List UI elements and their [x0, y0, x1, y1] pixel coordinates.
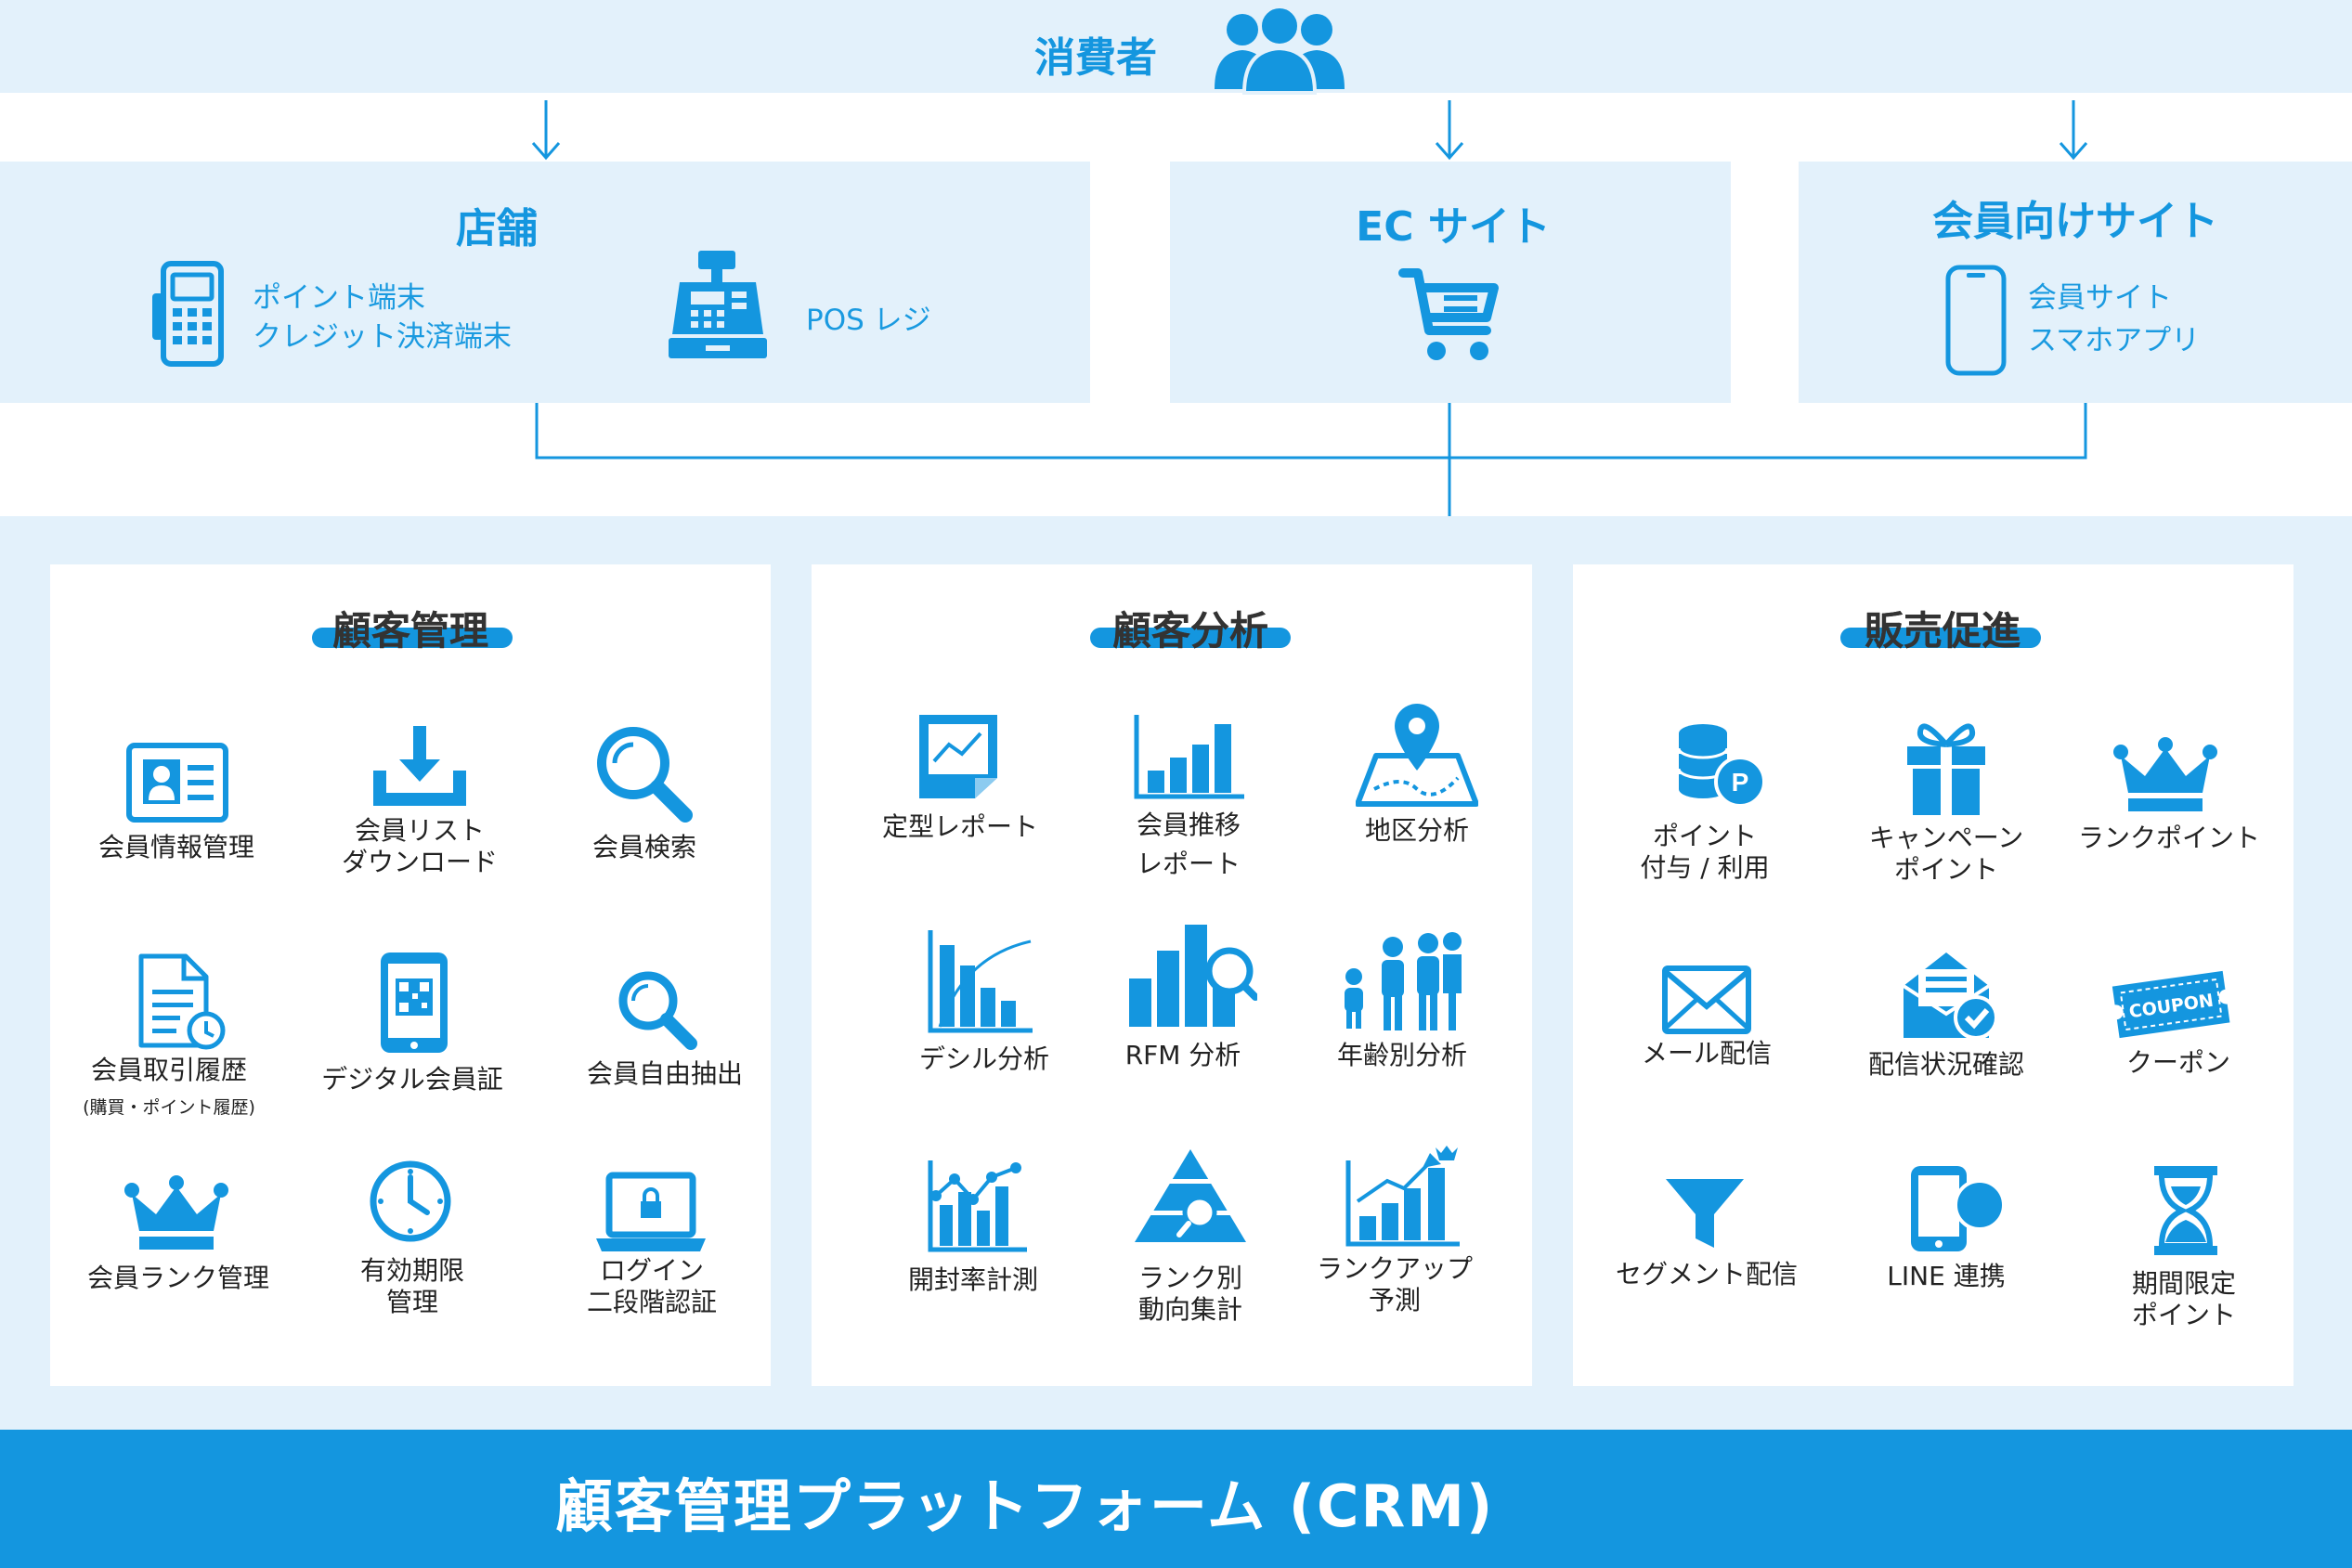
transaction-history-icon [138, 953, 226, 1050]
shopping-cart-icon [1398, 268, 1499, 360]
laptop-lock-icon [596, 1172, 706, 1251]
rank-pyramid-icon [1135, 1149, 1246, 1242]
feature-expiry: 管理 [385, 1287, 438, 1317]
filter-funnel-icon [1666, 1179, 1744, 1248]
hourglass-icon [2154, 1166, 2217, 1255]
feature-rank-trend: ランク別 [1137, 1263, 1242, 1293]
section-title-management: 顧客管理 [331, 608, 488, 654]
feature-rank-points: ランクポイント [2077, 823, 2260, 853]
feature-rank-forecast: 予測 [1368, 1285, 1421, 1315]
svg-text:P: P [1732, 768, 1749, 797]
download-icon [373, 726, 466, 806]
feature-member-list: ダウンロード [341, 847, 498, 877]
feature-segment-delivery: セグメント配信 [1615, 1259, 1798, 1289]
member-site-title: 会員向けサイト [1932, 198, 2218, 245]
people-icon [1215, 6, 1345, 95]
id-card-icon [126, 743, 228, 823]
section-title-promotion: 販売促進 [1864, 608, 2021, 654]
free-extraction-search-icon [618, 971, 697, 1050]
crm-title: 顧客管理プラットフォーム (CRM) [555, 1472, 1495, 1540]
search-icon [597, 727, 693, 823]
feature-member-info: 会員情報管理 [97, 832, 254, 862]
feature-coupon: クーポン [2125, 1047, 2230, 1078]
crm-footer [0, 1430, 2352, 1568]
section-title-analysis: 顧客分析 [1111, 608, 1268, 654]
pos-label: POS レジ [806, 304, 931, 337]
consumer-title: 消費者 [1034, 34, 1157, 82]
feature-free-extraction: 会員自由抽出 [586, 1058, 743, 1089]
feature-transaction-history: 会員取引履歴 [90, 1055, 247, 1085]
feature-mail-delivery: メール配信 [1641, 1038, 1772, 1069]
feature-campaign-points: キャンペーン [1868, 823, 2024, 853]
decile-chart-icon [928, 930, 1033, 1033]
smartphone-icon [1945, 265, 2007, 376]
feature-digital-card: デジタル会員証 [321, 1064, 503, 1095]
feature-region-analysis: 地区分析 [1364, 815, 1469, 846]
coupon-icon: COUPON [2112, 970, 2230, 1039]
open-rate-chart-icon [928, 1160, 1027, 1252]
terminal-label-line1: ポイント端末 [253, 281, 425, 315]
map-pin-icon [1356, 704, 1478, 807]
feature-line-integration: LINE 連携 [1887, 1261, 2006, 1291]
member-site-line2: スマホアプリ [2028, 324, 2201, 357]
feature-points: 付与 / 利用 [1640, 852, 1770, 883]
gift-icon [1907, 723, 1985, 815]
clock-icon [370, 1160, 451, 1242]
feature-member-trend: 会員推移 [1136, 810, 1241, 840]
store-title: 店舗 [456, 205, 538, 253]
feature-transaction-history-note: (購買・ポイント履歴) [83, 1097, 255, 1118]
feature-rfm-analysis: RFM 分析 [1124, 1040, 1241, 1070]
feature-member-trend: レポート [1136, 849, 1241, 879]
feature-two-factor: ログイン [599, 1255, 704, 1286]
feature-delivery-status: 配信状況確認 [1867, 1049, 2024, 1080]
flow-lines [531, 100, 2088, 516]
feature-age-analysis: 年齢別分析 [1336, 1040, 1467, 1070]
rfm-analysis-icon [1129, 925, 1257, 1027]
rank-crown-icon [2113, 737, 2217, 811]
feature-member-list: 会員リスト [354, 815, 485, 846]
member-site-box [1799, 162, 2352, 403]
rank-up-forecast-icon [1345, 1146, 1460, 1247]
member-trend-chart-icon [1134, 715, 1244, 799]
age-group-people-icon [1345, 932, 1462, 1030]
delivery-check-icon [1902, 952, 1998, 1040]
ec-title: EC サイト [1356, 203, 1551, 251]
feature-rank-management: 会員ランク管理 [86, 1263, 269, 1293]
feature-limited-points: ポイント [2131, 1300, 2236, 1330]
section-underline [312, 628, 513, 648]
digital-member-card-icon [381, 952, 448, 1053]
feature-campaign-points: ポイント [1893, 854, 1998, 885]
member-site-line1: 会員サイト [2028, 281, 2172, 315]
feature-open-rate: 開封率計測 [907, 1264, 1038, 1295]
feature-expiry: 有効期限 [359, 1255, 464, 1286]
section-underline [1840, 628, 2041, 648]
fixed-report-icon [919, 715, 997, 798]
section-underline [1090, 628, 1291, 648]
feature-member-search: 会員検索 [591, 832, 696, 862]
payment-terminal-icon [152, 261, 224, 367]
feature-two-factor: 二段階認証 [586, 1287, 717, 1317]
consumer-band [0, 0, 2352, 93]
line-chat-phone-icon [1911, 1166, 2006, 1251]
crown-icon [124, 1175, 228, 1250]
feature-decile-analysis: デシル分析 [918, 1043, 1049, 1074]
mail-icon [1662, 965, 1751, 1034]
terminal-label-line2: クレジット決済端末 [253, 320, 512, 354]
feature-points: ポイント [1652, 821, 1757, 851]
feature-rank-forecast: ランクアップ [1316, 1253, 1473, 1284]
cash-register-icon [669, 251, 767, 358]
feature-limited-points: 期間限定 [2131, 1268, 2236, 1299]
feature-fixed-report: 定型レポート [881, 811, 1038, 842]
ec-box [1170, 162, 1731, 403]
feature-rank-trend: 動向集計 [1137, 1294, 1242, 1325]
point-coins-icon: P [1677, 724, 1766, 808]
